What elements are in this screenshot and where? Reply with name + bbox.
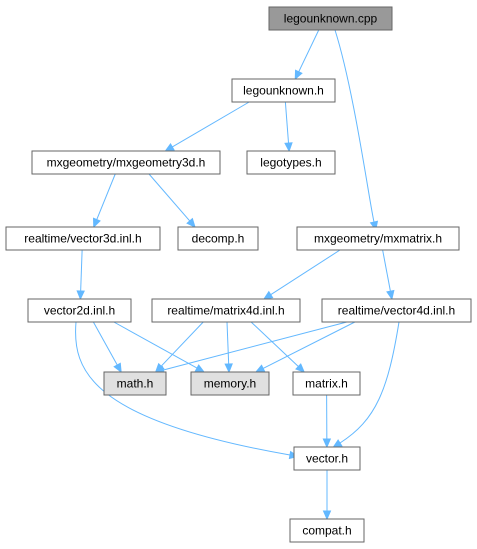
edge-line: [226, 321, 230, 365]
edges-layer: [75, 29, 400, 521]
edge-line: [262, 321, 356, 369]
edge-arrowhead: [284, 142, 293, 153]
node-label: math.h: [117, 377, 154, 391]
edge-arrowhead: [254, 364, 266, 373]
node-box: [246, 150, 336, 175]
node-box: [268, 6, 393, 31]
edge-line: [80, 249, 83, 292]
edge-arrowhead: [92, 217, 101, 229]
node-box: [289, 518, 365, 543]
edge-line: [92, 321, 118, 366]
edge-arrowhead: [224, 363, 233, 374]
edge-line: [284, 101, 290, 144]
edge-arrowhead: [164, 143, 175, 152]
edge-line: [96, 173, 116, 220]
node-label: memory.h: [204, 377, 256, 391]
node-box: [296, 226, 460, 251]
node-label: legounknown.h: [243, 84, 324, 98]
node-label: legounknown.cpp: [284, 12, 378, 26]
edge-arrowhead: [186, 217, 196, 228]
edge-arrowhead: [262, 290, 274, 300]
node-label: mxgeometry/mxgeometry3d.h: [47, 156, 206, 170]
edge-matrix4d_inl_h-to-memory_h: [224, 321, 233, 374]
edge-line: [298, 29, 320, 73]
node-matrix-h[interactable]: matrix.h: [292, 371, 361, 396]
node-label: matrix.h: [305, 377, 348, 391]
edge-line: [163, 321, 347, 371]
node-box: [27, 298, 132, 323]
edge-legounknown_cpp-to-legounknown_h: [294, 29, 320, 81]
edge-mxmatrix_h-to-matrix4d_inl_h: [262, 249, 341, 300]
edge-vector4d_inl_h-to-math_h: [154, 321, 347, 374]
node-label: legotypes.h: [260, 156, 321, 170]
node-label: realtime/matrix4d.inl.h: [167, 304, 284, 318]
node-label: realtime/vector4d.inl.h: [338, 304, 455, 318]
edge-line: [270, 249, 341, 296]
node-label: realtime/vector3d.inl.h: [24, 232, 141, 246]
node-box: [190, 371, 270, 396]
node-compat-h[interactable]: compat.h: [289, 518, 365, 543]
edge-arrowhead: [332, 439, 343, 448]
node-label: vector2d.inl.h: [44, 304, 115, 318]
edge-line: [148, 173, 191, 222]
node-label: compat.h: [302, 524, 351, 538]
node-memory-h: memory.h: [190, 371, 270, 396]
node-box: [103, 371, 167, 396]
node-label: mxgeometry/mxmatrix.h: [314, 232, 442, 246]
edge-matrix4d_inl_h-to-matrix_h: [250, 321, 306, 373]
edge-line: [382, 249, 391, 292]
node-mxmatrix-h[interactable]: mxgeometry/mxmatrix.h: [296, 226, 460, 251]
node-box: [231, 78, 336, 103]
edge-line: [250, 321, 299, 367]
edge-line: [339, 321, 400, 444]
edge-vector2d_inl_h-to-math_h: [92, 321, 122, 374]
edge-arrowhead: [295, 363, 306, 373]
edge-mxgeometry3d_h-to-decomp_h: [148, 173, 196, 228]
edge-arrowhead: [294, 69, 303, 81]
node-box: [321, 298, 472, 323]
node-box: [292, 371, 361, 396]
node-vector4d-inl-h[interactable]: realtime/vector4d.inl.h: [321, 298, 472, 323]
node-box: [177, 226, 259, 251]
node-label: vector.h: [306, 452, 348, 466]
node-legounknown-cpp[interactable]: legounknown.cpp: [268, 6, 393, 31]
edge-line: [172, 101, 250, 148]
node-decomp-h[interactable]: decomp.h: [177, 226, 259, 251]
edge-matrix_h-to-vector_h: [322, 394, 332, 449]
node-legounknown-h[interactable]: legounknown.h: [231, 78, 336, 103]
node-box: [151, 298, 301, 323]
edge-legounknown_cpp-to-mxmatrix_h: [334, 29, 379, 232]
edge-legounknown_h-to-legotypes_h: [284, 101, 293, 153]
edge-mxmatrix_h-to-vector4d_inl_h: [382, 249, 395, 301]
edge-arrowhead: [113, 362, 122, 374]
edge-vector3d_inl_h-to-vector2d_inl_h: [76, 249, 85, 301]
node-vector-h[interactable]: vector.h: [293, 446, 361, 471]
edge-arrowhead: [76, 290, 85, 301]
node-legotypes-h[interactable]: legotypes.h: [246, 150, 336, 175]
node-box: [31, 150, 221, 175]
edge-line: [334, 29, 375, 223]
edge-arrowhead: [386, 289, 395, 301]
nodes-layer: legounknown.cpp legounknown.h mxgeometry/m…: [5, 6, 472, 543]
edge-arrowhead: [194, 364, 206, 373]
edge-matrix4d_inl_h-to-math_h: [154, 321, 204, 373]
edge-vector4d_inl_h-to-memory_h: [254, 321, 356, 373]
node-box: [5, 226, 161, 251]
edge-mxgeometry3d_h-to-vector3d_inl_h: [92, 173, 116, 229]
node-label: decomp.h: [192, 232, 245, 246]
edge-vector_h-to-compat_h: [322, 470, 332, 521]
node-box: [293, 446, 361, 471]
edge-arrowhead: [322, 438, 332, 449]
edge-arrowhead: [322, 510, 332, 521]
node-vector2d-inl-h[interactable]: vector2d.inl.h: [27, 298, 132, 323]
node-vector3d-inl-h[interactable]: realtime/vector3d.inl.h: [5, 226, 161, 251]
edge-line: [160, 321, 204, 367]
node-math-h: math.h: [103, 371, 167, 396]
node-matrix4d-inl-h[interactable]: realtime/matrix4d.inl.h: [151, 298, 301, 323]
edge-legounknown_h-to-mxgeometry3d_h: [164, 101, 250, 152]
edge-line: [113, 321, 198, 369]
node-mxgeometry3d-h[interactable]: mxgeometry/mxgeometry3d.h: [31, 150, 221, 175]
